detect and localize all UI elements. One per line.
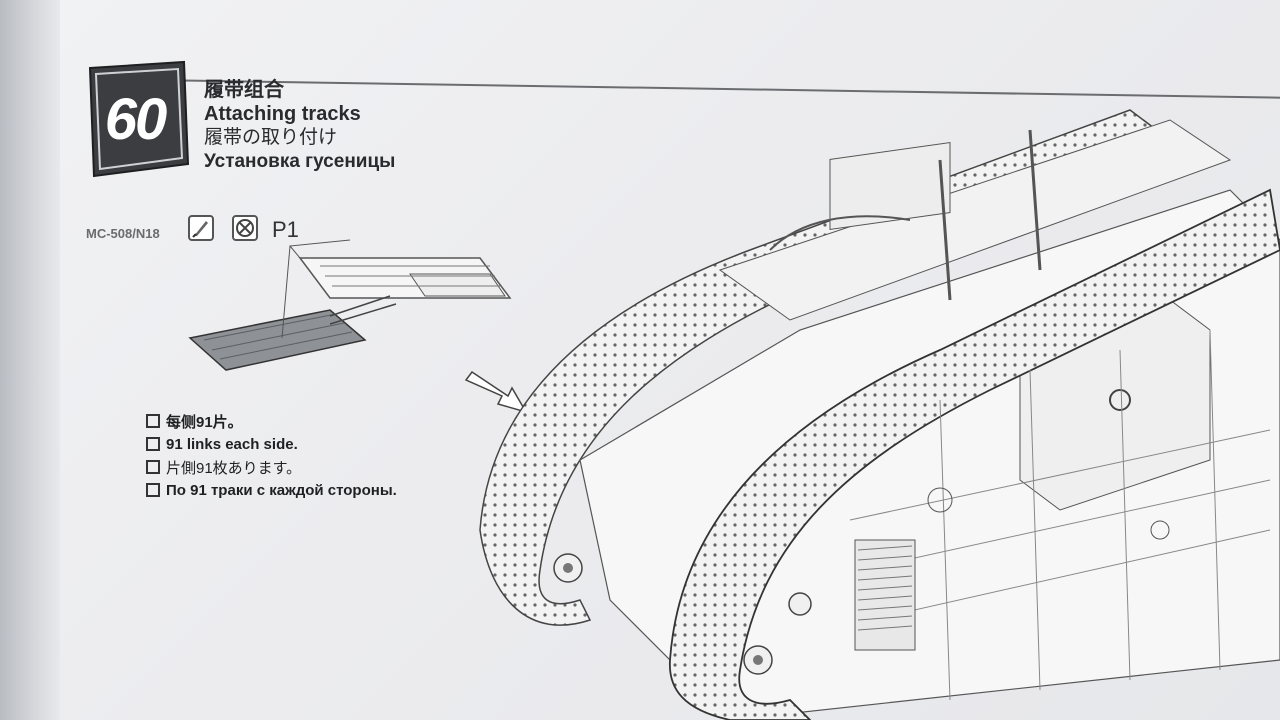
- flag-mark-icon: [146, 483, 160, 497]
- note-item: 91 links each side.: [146, 433, 397, 455]
- arrow-icon: [464, 370, 528, 414]
- track-sprue-drawing: [188, 239, 512, 371]
- step-number: 60: [104, 86, 168, 152]
- no-cement-icon: [232, 215, 258, 241]
- note-text: 每侧91片。: [166, 413, 243, 431]
- note-item: 每侧91片。: [146, 410, 397, 432]
- note-text: 91 links each side.: [166, 435, 298, 453]
- part-code: MC-508/N18: [86, 226, 160, 241]
- step-badge: [88, 60, 190, 178]
- flag-mark-icon: [146, 414, 160, 428]
- flag-mark-icon: [146, 437, 160, 451]
- flag-mark-icon: [146, 460, 160, 474]
- note-text: По 91 траки с каждой стороны.: [166, 481, 397, 499]
- title-chinese: 履带组合: [204, 79, 284, 101]
- part-ref: P1: [272, 217, 299, 242]
- hobby-knife-icon: [188, 215, 214, 241]
- title-english: Attaching tracks: [204, 103, 361, 125]
- note-item: По 91 траки с каждой стороны.: [146, 479, 397, 501]
- page-edge: [0, 0, 60, 720]
- notes-list: 每侧91片。 91 links each side. 片側91枚あります。 По…: [146, 410, 397, 502]
- note-text: 片側91枚あります。: [166, 459, 302, 477]
- step-titles: 履带组合 Attaching tracks 履帯の取り付け Установка …: [204, 78, 395, 174]
- title-japanese: 履帯の取り付け: [204, 127, 338, 148]
- note-item: 片側91枚あります。: [146, 456, 397, 478]
- title-russian: Установка гусеницы: [204, 151, 396, 172]
- tank-drawing: [479, 109, 1280, 720]
